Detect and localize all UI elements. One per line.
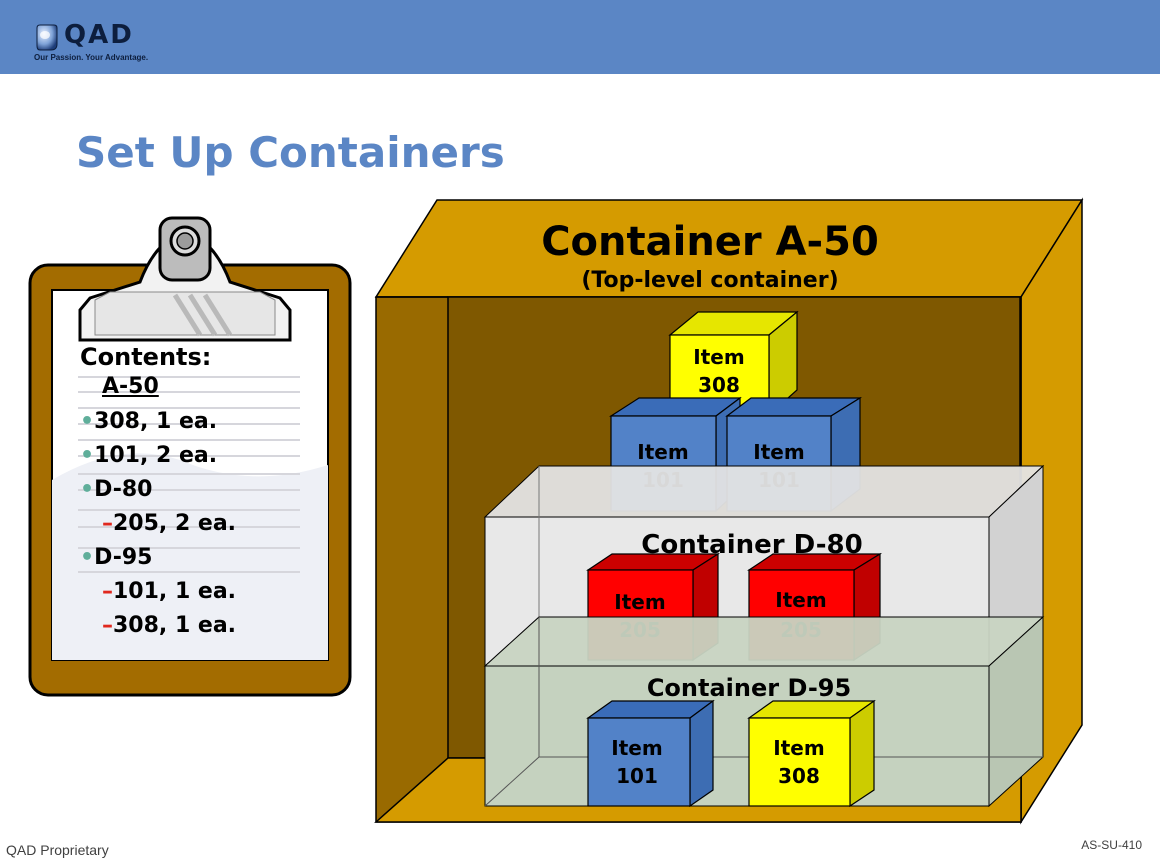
contents-entry-text: D-95 [94, 545, 153, 570]
contents-entry-text: 101, 2 ea. [94, 443, 218, 468]
qad-globe-icon [36, 24, 58, 51]
box-d95-right-308: Item 308 [747, 699, 876, 808]
box-d95-left-101-word: Item [611, 736, 662, 760]
box-d95-left-101-side [689, 699, 714, 808]
contents-entry: •D-95 [80, 547, 152, 569]
dash-icon: – [102, 579, 113, 604]
contents-entry: –101, 1 ea. [102, 581, 236, 603]
qad-tagline: Our Passion. Your Advantage. [34, 53, 149, 62]
container-a50-title: Container A-50 [541, 219, 879, 265]
box-d95-left-101-number: 101 [616, 764, 658, 788]
bullet-icon: • [80, 443, 95, 468]
container-d95-top [483, 616, 1045, 667]
box-right-101-word: Item [753, 440, 804, 464]
bullet-icon: • [80, 545, 95, 570]
contents-entry: •308, 1 ea. [80, 411, 217, 433]
paper-lines [78, 376, 300, 573]
contents-entry: •D-80 [80, 479, 152, 501]
bullet-icon: • [80, 409, 95, 434]
container-d95-front [484, 665, 990, 807]
box-d95-left-101-front [587, 717, 691, 807]
page-title: Set Up Containers [76, 128, 505, 177]
box-d95-right-308-number: 308 [778, 764, 820, 788]
container-d80-top [483, 465, 1045, 518]
contents-entry-text: 205, 2 ea. [113, 511, 237, 536]
qad-wordmark: QAD [64, 20, 134, 50]
box-top-308-number: 308 [698, 373, 740, 397]
contents-entry: •101, 2 ea. [80, 445, 217, 467]
contents-entry: –205, 2 ea. [102, 513, 236, 535]
box-d95-right-308-front [748, 717, 851, 807]
clipboard [28, 216, 352, 697]
container-d95-floor-edge [484, 756, 540, 807]
box-top-308-word: Item [693, 345, 744, 369]
contents-entry-text: 308, 1 ea. [94, 409, 218, 434]
box-d95-right-308-side [849, 699, 875, 808]
clip-sheen [172, 293, 233, 337]
dash-icon: – [102, 511, 113, 536]
contents-entry-text: D-80 [94, 477, 153, 502]
box-d95-left-101: Item 101 [586, 699, 715, 808]
contents-heading: Contents: [80, 343, 212, 371]
contents-entry-text: 308, 1 ea. [113, 613, 237, 638]
contents-entry-text: 101, 1 ea. [113, 579, 237, 604]
paper-shading [52, 453, 328, 660]
box-d95-right-308-word: Item [773, 736, 824, 760]
box-left-101-word: Item [637, 440, 688, 464]
header-bar: QAD Our Passion. Your Advantage. [0, 0, 1160, 74]
dash-icon: – [102, 613, 113, 638]
contents-entry: –308, 1 ea. [102, 615, 236, 637]
footer-slide-code: AS-SU-410 [1081, 838, 1142, 852]
container-d95: Container D-95 [483, 615, 1045, 808]
container-d95-label: Container D-95 [647, 674, 851, 702]
contents-top-container: A-50 [102, 374, 159, 399]
box-d80-right-205-word: Item [775, 588, 826, 612]
footer-proprietary: QAD Proprietary [6, 842, 109, 858]
bullet-icon: • [80, 477, 95, 502]
container-a50-subtitle: (Top-level container) [581, 268, 838, 293]
box-d80-left-205-word: Item [614, 590, 665, 614]
clip-hole-inner [176, 232, 194, 250]
